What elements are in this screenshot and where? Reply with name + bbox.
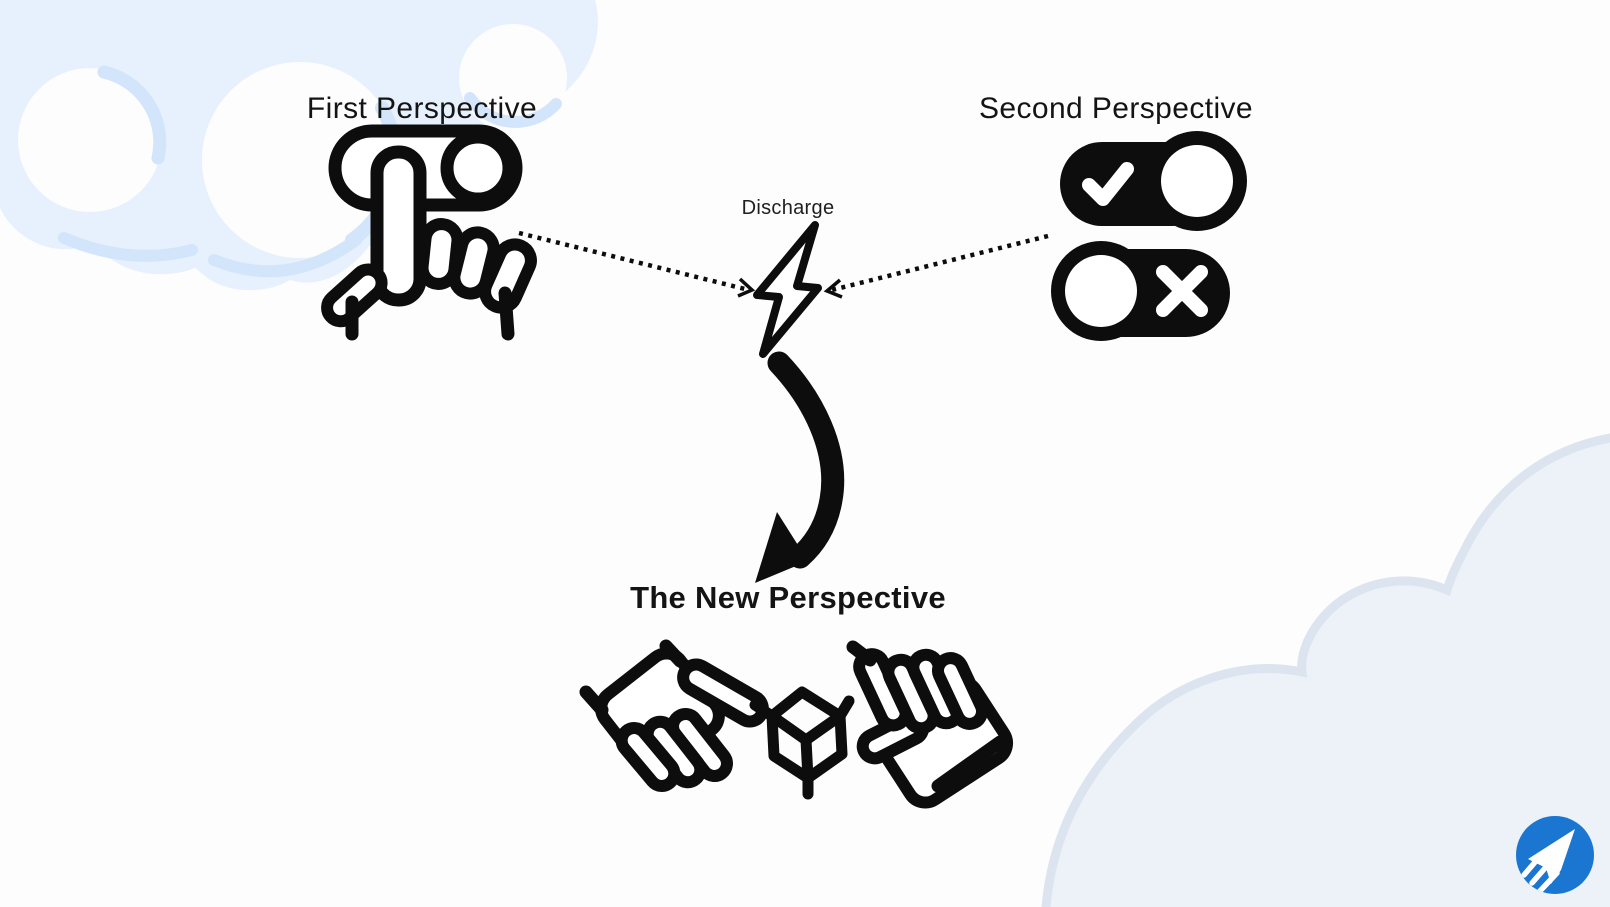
discharge-label: Discharge [741,197,835,219]
dotted-arrow-right-icon [823,233,1049,299]
paper-plane-logo [1516,816,1594,894]
cloud-top-left-icon [0,0,598,291]
second-perspective-title: Second Perspective [978,92,1254,125]
curved-arrow-icon [755,351,845,583]
hand-left-icon [579,639,769,792]
tap-toggle-icon [321,124,537,341]
dotted-arrow-left-icon [518,230,756,298]
hand-right-icon [846,640,1014,809]
first-perspective-title: First Perspective [306,92,538,125]
toggle-off-x-icon [1051,241,1230,341]
cloud-bottom-right-icon [1041,433,1610,907]
cube-3d-icon [749,686,855,800]
lightning-bolt-icon [753,221,822,358]
new-perspective-title: The New Perspective [630,580,946,615]
toggle-on-check-icon [1060,131,1247,231]
